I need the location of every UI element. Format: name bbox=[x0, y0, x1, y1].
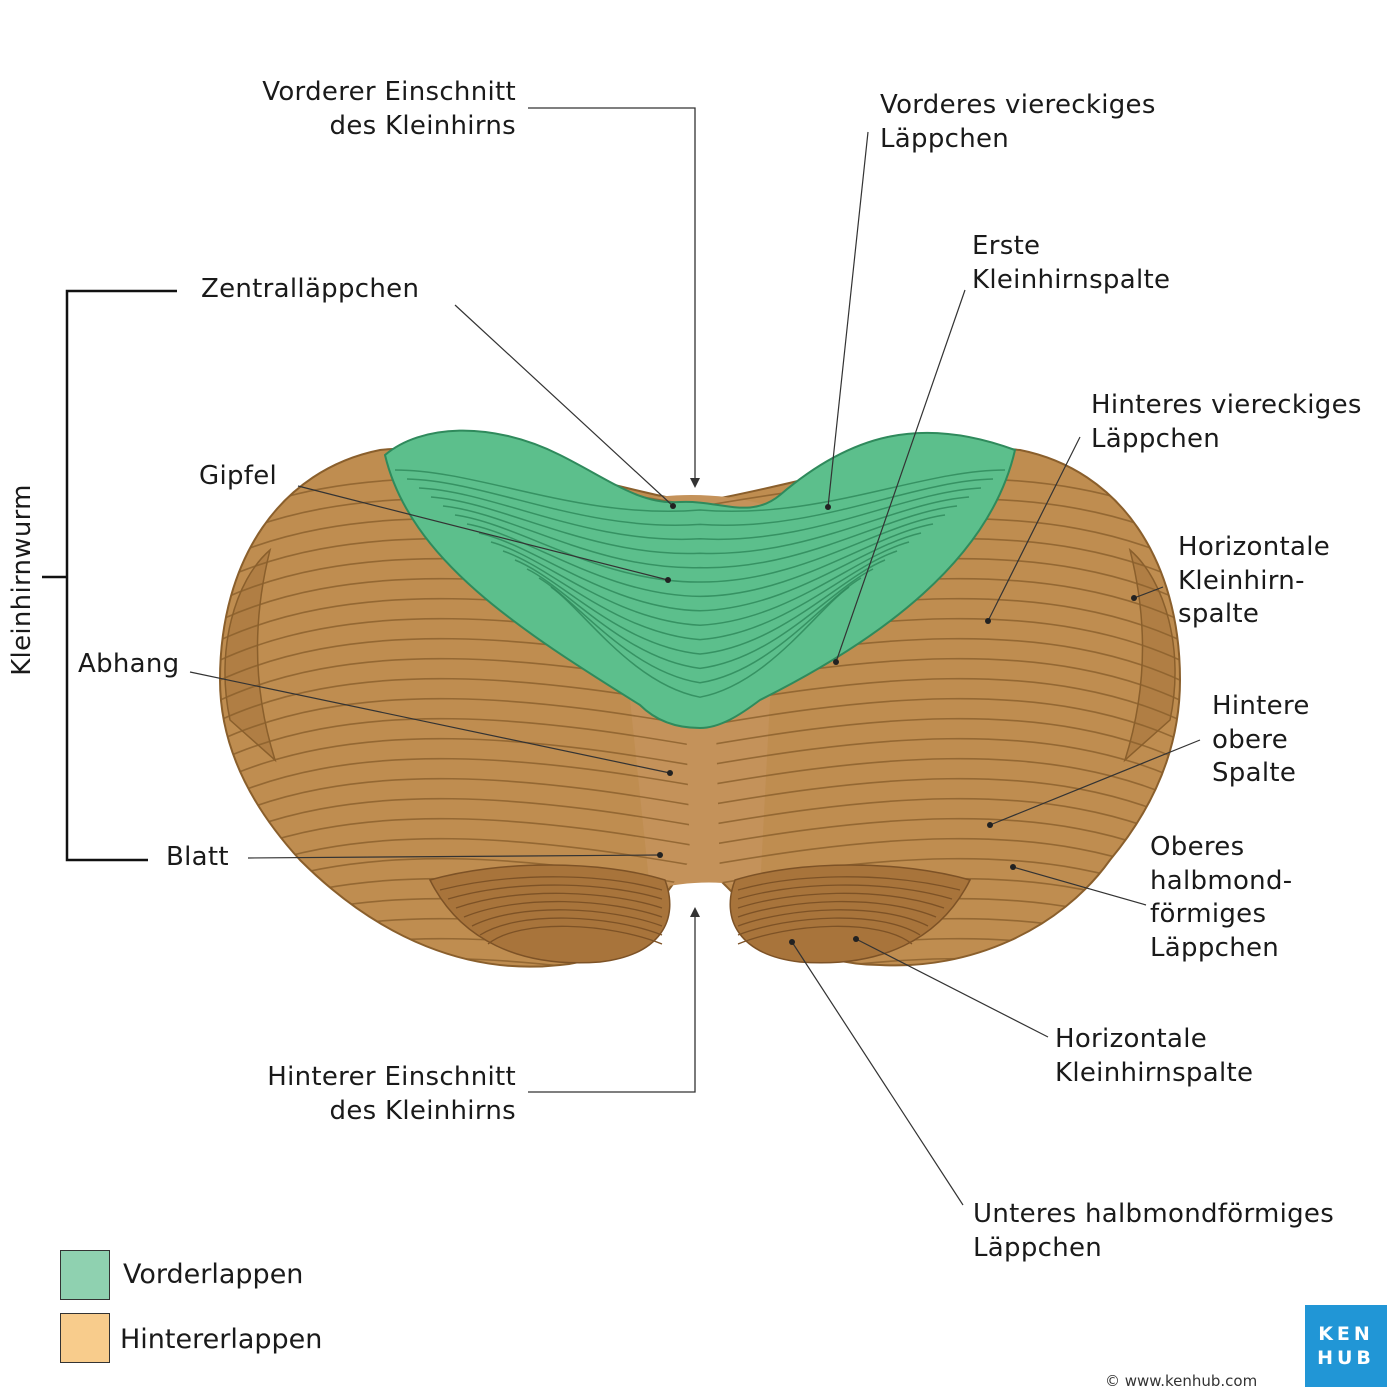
folium-line-right bbox=[710, 797, 1180, 851]
folium-line-right bbox=[710, 757, 1180, 811]
marker-dot bbox=[1131, 595, 1137, 601]
marker-dot bbox=[657, 852, 663, 858]
folia-anterior bbox=[394, 469, 1006, 698]
leader-line bbox=[827, 131, 869, 508]
anterior-folium-line bbox=[490, 541, 910, 626]
folium-line-left bbox=[220, 697, 690, 751]
inferior-folium-right bbox=[737, 909, 929, 927]
copyright-text: © www.kenhub.com bbox=[1105, 1372, 1258, 1390]
leader-line bbox=[791, 941, 964, 1206]
folium-line-left bbox=[220, 757, 690, 811]
folia-inferior bbox=[439, 876, 961, 945]
marker-dot bbox=[1010, 864, 1016, 870]
folium-line-left bbox=[220, 777, 690, 831]
label-declive: Abhang bbox=[78, 649, 180, 679]
marker-dot bbox=[853, 936, 859, 942]
posterior-notch-arrowhead bbox=[690, 907, 700, 917]
label-folium: Blatt bbox=[166, 842, 229, 872]
inferior-folium-left bbox=[447, 884, 663, 900]
anterior-notch-leader bbox=[528, 107, 696, 480]
inferior-folium-left bbox=[487, 925, 663, 945]
leader-line bbox=[1012, 866, 1147, 906]
inferior-folium-left bbox=[463, 900, 663, 918]
anterior-folium-line bbox=[550, 586, 850, 698]
marker-dot bbox=[670, 503, 676, 509]
inferior-folium-left bbox=[479, 917, 663, 936]
marker-dots bbox=[657, 503, 1137, 945]
leader-lines bbox=[189, 131, 1201, 1206]
anterior-folium-line bbox=[514, 559, 886, 655]
inferior-folium-left bbox=[455, 892, 663, 909]
posterior-notch-leader bbox=[528, 915, 696, 1093]
anterior-folium-line bbox=[502, 550, 898, 641]
legend-label-posterior-lobe: Hintererlappen bbox=[120, 1324, 323, 1355]
anterior-folium-line bbox=[526, 568, 874, 670]
inferior-folium-left bbox=[439, 876, 663, 891]
vermis-bracket bbox=[65, 289, 177, 862]
folium-line-right bbox=[710, 717, 1180, 771]
leader-line bbox=[297, 485, 669, 581]
leader-line bbox=[855, 938, 1049, 1038]
anterior-lobe bbox=[383, 429, 1017, 730]
label-vermis: Kleinhirnwurm bbox=[7, 484, 37, 676]
leader-line bbox=[989, 739, 1201, 826]
legend-label-anterior-lobe: Vorderlappen bbox=[123, 1259, 304, 1290]
legend-swatch-anterior-lobe bbox=[60, 1250, 110, 1300]
inferior-folium-right bbox=[737, 876, 961, 891]
inferior-folium-left bbox=[471, 909, 663, 927]
anterior-folium-line bbox=[442, 505, 958, 569]
inferior-folium-right bbox=[737, 925, 913, 945]
folium-line-right bbox=[710, 697, 1180, 751]
inferior-folium-right bbox=[737, 917, 921, 936]
folium-line-left bbox=[220, 957, 690, 967]
marker-dot bbox=[667, 770, 673, 776]
leader-line bbox=[1133, 586, 1164, 599]
inferior-folium-right bbox=[737, 892, 945, 909]
folium-line-left bbox=[220, 717, 690, 771]
leader-line bbox=[189, 671, 671, 774]
leader-line bbox=[247, 854, 661, 859]
leader-line bbox=[454, 304, 674, 507]
marker-dot bbox=[985, 618, 991, 624]
anterior-notch-arrowhead bbox=[690, 478, 700, 488]
label-central-lobule: Zentralläppchen bbox=[201, 274, 420, 304]
anterior-folium-line bbox=[394, 469, 1006, 513]
anterior-folium-line bbox=[454, 514, 946, 583]
anterior-folium-line bbox=[538, 577, 862, 684]
label-culmen: Gipfel bbox=[199, 461, 278, 491]
inferior-folium-right bbox=[737, 884, 953, 900]
leader-line bbox=[987, 436, 1081, 622]
marker-dot bbox=[789, 939, 795, 945]
marker-dot bbox=[665, 577, 671, 583]
marker-dot bbox=[987, 822, 993, 828]
inferior-folium-right bbox=[737, 900, 937, 918]
folium-line-left bbox=[220, 737, 690, 791]
leader-line bbox=[835, 289, 966, 663]
anterior-folium-line bbox=[406, 478, 994, 526]
marker-dot bbox=[825, 504, 831, 510]
legend-swatch-posterior-lobe bbox=[60, 1313, 110, 1363]
anterior-folium-line bbox=[466, 523, 934, 598]
folium-line-right bbox=[710, 777, 1180, 831]
folium-line-right bbox=[710, 957, 1180, 966]
folium-line-right bbox=[710, 737, 1180, 791]
anterior-folium-line bbox=[418, 487, 982, 541]
folium-line-left bbox=[200, 979, 720, 1030]
anterior-folium-line bbox=[478, 532, 922, 612]
marker-dot bbox=[833, 659, 839, 665]
anterior-folium-line bbox=[430, 496, 970, 555]
